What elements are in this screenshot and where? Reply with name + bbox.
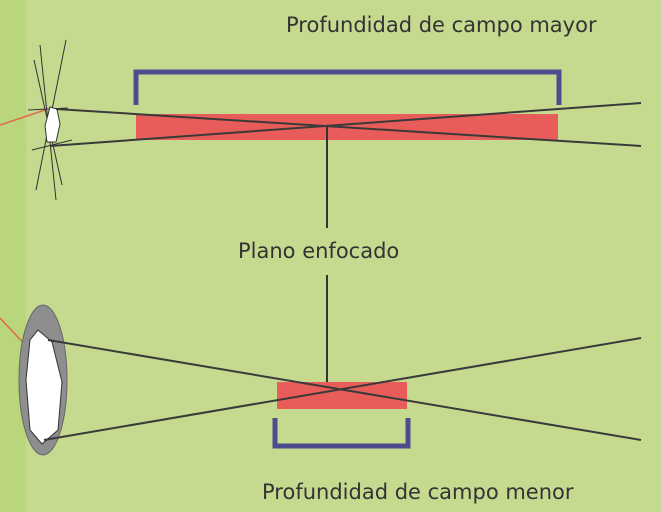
bottom-depth-bracket [272,418,411,449]
wide-aperture-icon [25,329,63,445]
bottom-ray-upper [47,339,642,441]
bottom-depth-region [43,337,642,449]
bottom-ray-lower [43,337,642,441]
left-strip [0,0,26,512]
small-aperture-pointer [0,109,46,126]
focus-plane-label: Plano enfocado [238,239,400,263]
top-depth-region [49,69,642,147]
top-ray-upper [55,108,642,147]
large-aperture-group [0,304,68,456]
top-depth-bracket [133,69,562,105]
aperture-blade-line [27,107,69,111]
small-aperture-group [0,39,73,201]
bottom-title: Profundidad de campo menor [262,480,574,504]
top-title: Profundidad de campo mayor [286,13,597,37]
bottom-depth-band [277,382,407,409]
top-ray-lower [49,102,642,147]
